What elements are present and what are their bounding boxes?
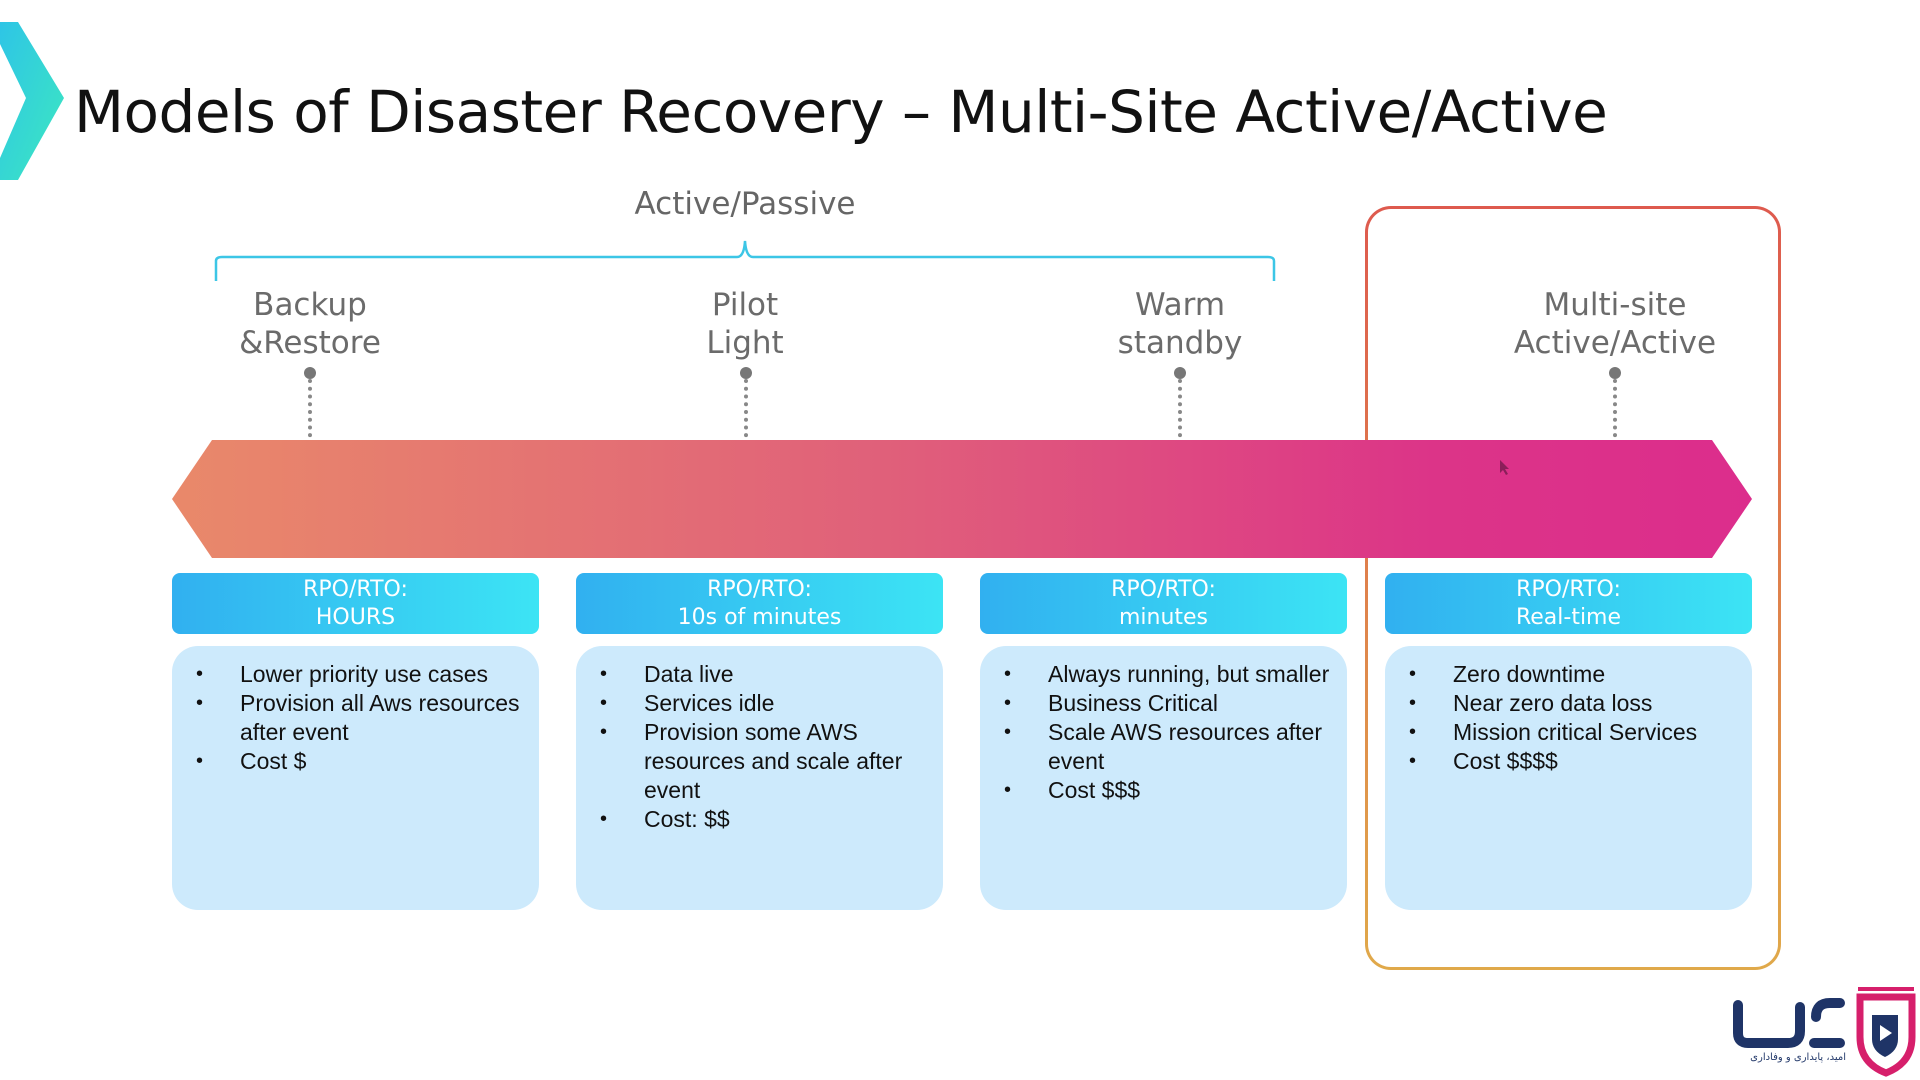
active-passive-brace [214,240,1276,281]
connector-backup-restore [304,367,316,445]
list-item: Provision some AWS resources and scale a… [600,718,927,805]
brand-logo-icon [1733,987,1916,1077]
group-label-active-passive: Active/Passive [634,186,856,222]
feature-list: Always running, but smaller Business Cri… [1004,660,1331,805]
mouse-pointer-icon [1500,460,1509,475]
list-item: Zero downtime [1409,660,1736,689]
rpo-rto-header: RPO/RTO: Real-time [1385,573,1752,634]
model-card-pilot-light: RPO/RTO: 10s of minutes Data live Servic… [576,573,943,910]
rpo-rto-value: HOURS [315,604,396,630]
model-card-body: Data live Services idle Provision some A… [576,646,943,910]
spectrum-arrow-band [172,440,1752,558]
rpo-rto-header: RPO/RTO: 10s of minutes [576,573,943,634]
model-label-multi-site: Multi-site Active/Active [1513,287,1717,361]
list-item: Provision all Aws resources after event [196,689,523,747]
list-item: Cost $$$$ [1409,747,1736,776]
model-card-body: Always running, but smaller Business Cri… [980,646,1347,910]
feature-list: Lower priority use cases Provision all A… [196,660,523,776]
connector-pilot-light [740,367,752,445]
list-item: Scale AWS resources after event [1004,718,1331,776]
rpo-rto-value: minutes [1118,604,1209,630]
list-item: Business Critical [1004,689,1331,718]
brand-tagline: امید، پایداری و وفاداری [1750,1052,1846,1063]
model-label-warm-standby: Warm standby [1117,287,1243,361]
feature-list: Zero downtime Near zero data loss Missio… [1409,660,1736,776]
connector-multi-site [1609,367,1621,445]
model-card-multi-site: RPO/RTO: Real-time Zero downtime Near ze… [1385,573,1752,910]
model-card-backup-restore: RPO/RTO: HOURS Lower priority use cases … [172,573,539,910]
rpo-rto-header: RPO/RTO: HOURS [172,573,539,634]
rpo-rto-header: RPO/RTO: minutes [980,573,1347,634]
list-item: Services idle [600,689,927,718]
list-item: Always running, but smaller [1004,660,1331,689]
rpo-rto-label: RPO/RTO: [1111,576,1216,602]
model-card-warm-standby: RPO/RTO: minutes Always running, but sma… [980,573,1347,910]
list-item: Cost $$$ [1004,776,1331,805]
model-card-body: Lower priority use cases Provision all A… [172,646,539,910]
list-item: Cost $ [196,747,523,776]
rpo-rto-label: RPO/RTO: [1516,576,1621,602]
chevron-right-icon [0,22,64,180]
list-item: Data live [600,660,927,689]
feature-list: Data live Services idle Provision some A… [600,660,927,834]
list-item: Cost: $$ [600,805,927,834]
list-item: Lower priority use cases [196,660,523,689]
rpo-rto-value: Real-time [1515,604,1622,630]
rpo-rto-label: RPO/RTO: [707,576,812,602]
rpo-rto-label: RPO/RTO: [303,576,408,602]
model-card-body: Zero downtime Near zero data loss Missio… [1385,646,1752,910]
list-item: Mission critical Services [1409,718,1736,747]
rpo-rto-value: 10s of minutes [677,604,842,630]
model-label-backup-restore: Backup &Restore [239,287,381,361]
slide-title: Models of Disaster Recovery – Multi-Site… [74,78,1608,146]
list-item: Near zero data loss [1409,689,1736,718]
model-label-pilot-light: Pilot Light [706,287,784,361]
connector-warm-standby [1174,367,1186,445]
